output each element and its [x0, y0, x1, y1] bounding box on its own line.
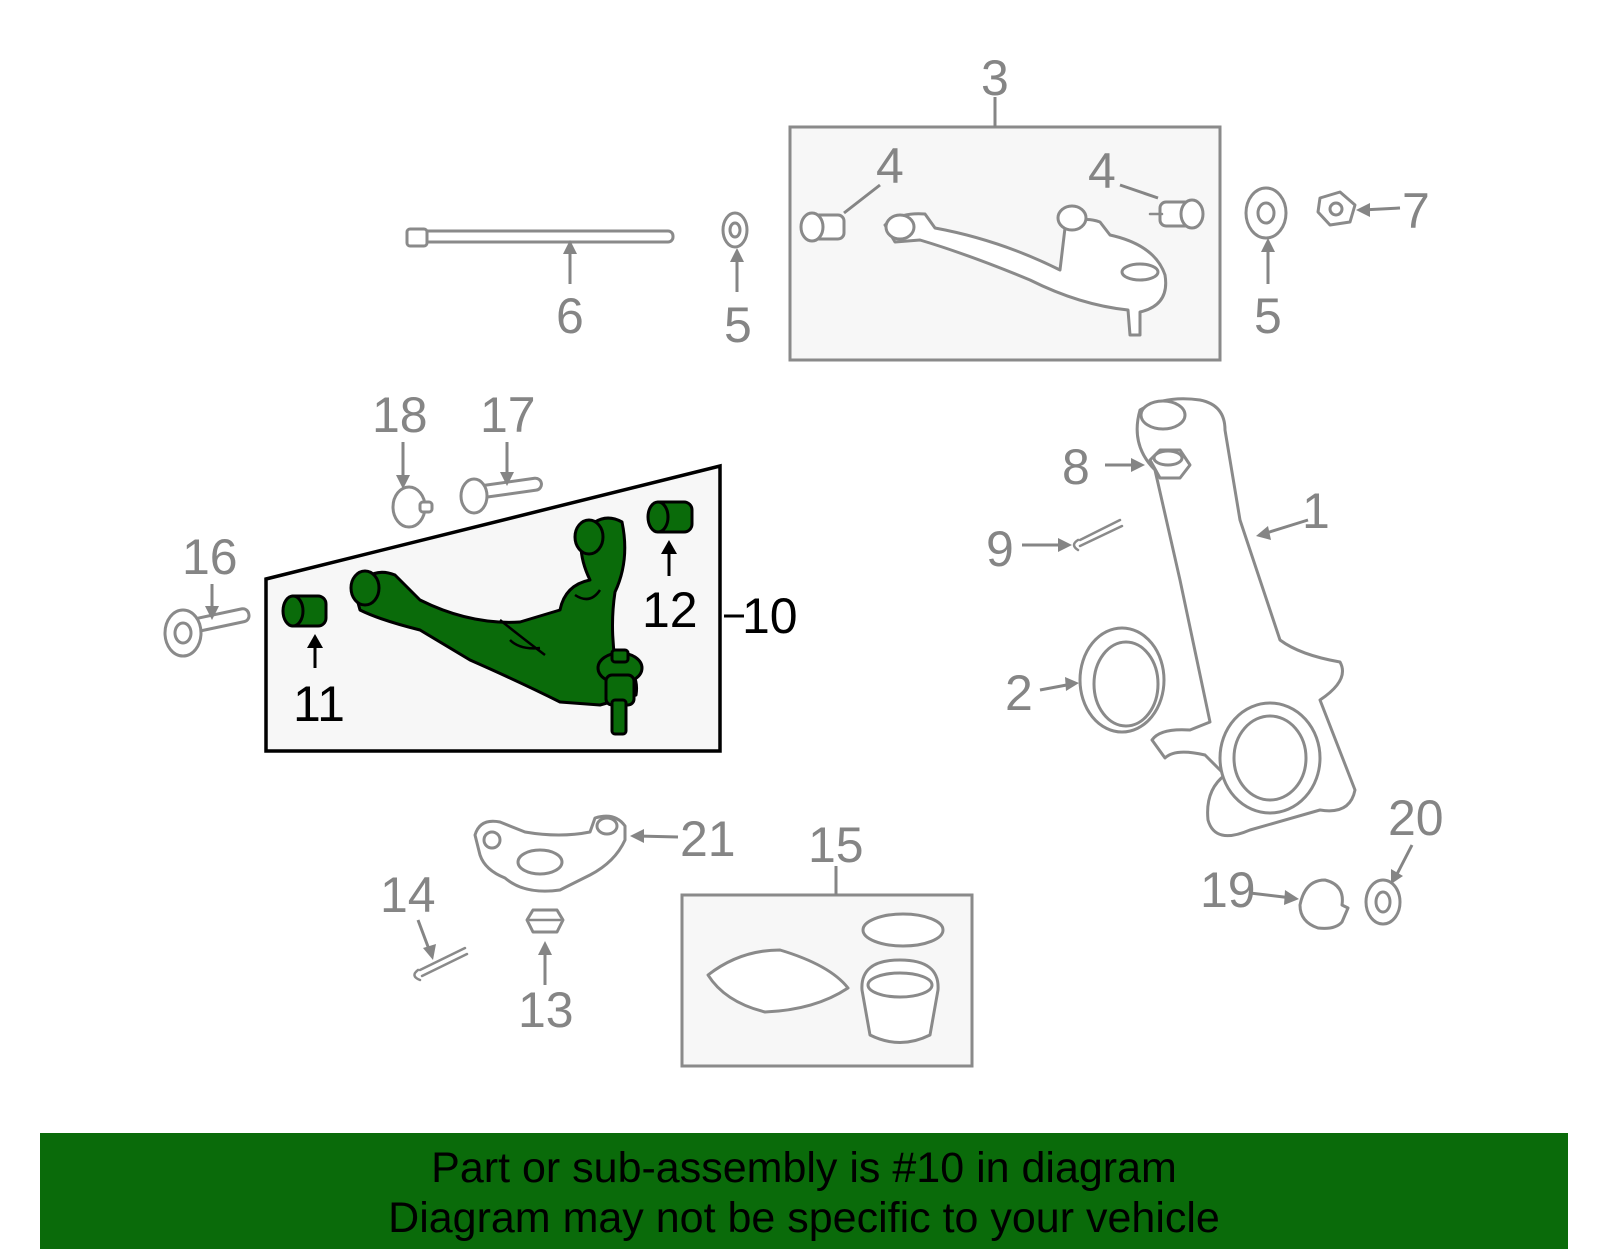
ball-joint-boot[interactable]	[860, 958, 940, 1044]
callout-7[interactable]: 7	[1402, 183, 1430, 239]
callout-4-left[interactable]: 4	[876, 138, 904, 194]
callout-1[interactable]: 1	[1302, 483, 1330, 539]
callout-20[interactable]: 20	[1388, 790, 1444, 846]
banner-line-2: Diagram may not be specific to your vehi…	[388, 1194, 1220, 1242]
dust-seal-2[interactable]	[1078, 626, 1166, 734]
cam-18[interactable]	[391, 485, 434, 529]
callout-18[interactable]: 18	[372, 387, 428, 443]
nut-8[interactable]	[1148, 448, 1192, 480]
bushing-12[interactable]	[646, 500, 694, 534]
callout-16[interactable]: 16	[182, 529, 238, 585]
callout-6[interactable]: 6	[556, 288, 584, 344]
callout-13[interactable]: 13	[518, 982, 574, 1038]
washer-5-right[interactable]	[1244, 186, 1288, 240]
grease-packet[interactable]	[706, 948, 850, 1014]
callout-17[interactable]: 17	[480, 387, 536, 443]
bolt-16[interactable]	[163, 607, 251, 658]
callout-5-right[interactable]: 5	[1254, 288, 1282, 344]
snap-ring[interactable]	[861, 912, 945, 948]
nut-13[interactable]	[525, 908, 565, 934]
bracket-21[interactable]	[473, 814, 627, 893]
bolt-17[interactable]	[459, 476, 543, 515]
upper-arm-box	[788, 125, 1222, 362]
callout-9[interactable]: 9	[986, 521, 1014, 577]
callout-2[interactable]: 2	[1005, 665, 1033, 721]
callout-5-left[interactable]: 5	[724, 297, 752, 353]
banner-line-1: Part or sub-assembly is #10 in diagram	[431, 1144, 1177, 1192]
plug-19[interactable]	[1298, 878, 1350, 930]
steering-knuckle[interactable]	[1135, 397, 1357, 838]
callout-15[interactable]: 15	[808, 817, 864, 873]
callout-12[interactable]: 12	[642, 582, 698, 638]
callout-8[interactable]: 8	[1062, 439, 1090, 495]
callout-14[interactable]: 14	[380, 867, 436, 923]
callout-21[interactable]: 21	[680, 811, 736, 867]
lower-control-arm[interactable]	[349, 516, 644, 736]
cotter-pin-9[interactable]	[1072, 518, 1124, 552]
callout-10[interactable]: 10	[742, 588, 798, 644]
nut-7[interactable]	[1316, 190, 1357, 227]
highlight-banner: Part or sub-assembly is #10 in diagram D…	[40, 1133, 1568, 1249]
callout-19[interactable]: 19	[1200, 862, 1256, 918]
bushing-11[interactable]	[281, 594, 328, 628]
nut-20[interactable]	[1364, 878, 1402, 926]
callout-3[interactable]: 3	[981, 50, 1009, 106]
bolt-6[interactable]	[405, 227, 675, 248]
upper-control-arm[interactable]	[883, 204, 1168, 337]
bushing-4-left[interactable]	[799, 211, 846, 243]
nut-5-left[interactable]	[721, 211, 749, 249]
callout-4-right[interactable]: 4	[1088, 143, 1116, 199]
callout-11[interactable]: 11	[293, 676, 345, 732]
cotter-pin-14[interactable]	[413, 946, 469, 982]
bushing-4-right[interactable]	[1148, 198, 1205, 230]
